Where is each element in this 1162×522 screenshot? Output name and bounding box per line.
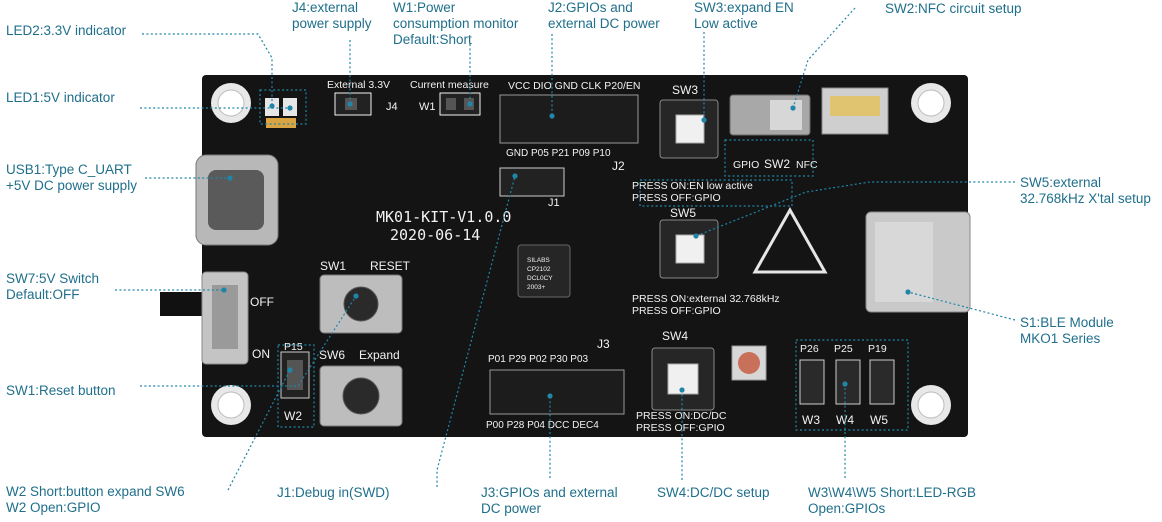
silk-p26: P26 [800, 343, 819, 355]
silk-reset: RESET [370, 259, 411, 273]
callout-j4: J4:external power supply [292, 0, 372, 31]
silk-external-3v3: External 3.3V [327, 79, 390, 91]
pcb-board [202, 75, 968, 437]
callout-w1: W1:Power consumption monitor Default:Sho… [393, 0, 519, 47]
silk-sw3-off: PRESS OFF:GPIO [632, 192, 721, 204]
callout-j1: J1:Debug in(SWD) [277, 485, 390, 500]
silk-off: OFF [250, 295, 274, 309]
callout-j3: J3:GPIOs and external DC power [481, 485, 618, 516]
j1-swd-header [499, 167, 565, 197]
silk-j2: J2 [612, 159, 625, 173]
callout-sw5: SW5:external 32.768kHz X'tal setup [1020, 175, 1151, 206]
silk-chip: SILABS CP2102 DCL0CY 2003+ [527, 257, 554, 291]
silk-sw6: SW6 [319, 348, 345, 362]
callout-sw4: SW4:DC/DC setup [657, 485, 770, 500]
silk-j2-bottom-pins: GND P05 P21 P09 P10 [506, 148, 611, 159]
silk-j3-top-pins: P01 P29 P02 P30 P03 [488, 354, 589, 365]
silk-sw1: SW1 [320, 259, 346, 273]
j3-pin-header [489, 369, 625, 415]
sw7-slide-lever [160, 292, 206, 316]
silk-dc-on: PRESS ON:DC/DC [636, 410, 727, 422]
silk-j3-bottom-pins: P00 P28 P04 DCC DEC4 [486, 420, 599, 431]
w3-w4-w5-jumpers [799, 359, 895, 405]
silk-w3: W3 [802, 413, 820, 427]
callout-usb1: USB1:Type C_UART +5V DC power supply [6, 162, 137, 193]
silk-sw2: SW2 [764, 157, 790, 171]
callout-j2: J2:GPIOs and external DC power [548, 0, 660, 31]
cp2102-chip [517, 244, 571, 298]
silk-expand: Expand [359, 348, 400, 362]
silk-j4: J4 [386, 101, 398, 113]
mounting-holes [211, 83, 951, 425]
silk-current-measure: Current measure [410, 79, 489, 91]
callout-w2: W2 Short:button expand SW6 W2 Open:GPIO [6, 484, 185, 515]
silk-xtal-on: PRESS ON:external 32.768kHz [632, 293, 780, 305]
callout-w345: W3\W4\W5 Short:LED-RGB Open:GPIOs [808, 485, 977, 516]
j2-pin-header [499, 94, 639, 144]
silk-sw4: SW4 [662, 329, 688, 343]
silk-dc-off: PRESS OFF:GPIO [636, 422, 725, 434]
silk-j3: J3 [597, 337, 610, 351]
callout-led1: LED1:5V indicator [6, 90, 115, 105]
callout-sw3: SW3:expand EN Low active [694, 0, 794, 31]
callout-sw2: SW2:NFC circuit setup [885, 1, 1022, 16]
callout-sw1: SW1:Reset button [6, 383, 116, 398]
callout-s1: S1:BLE Module MKO1 Series [1020, 315, 1114, 346]
silk-sw5: SW5 [670, 206, 696, 220]
silk-j1: J1 [548, 197, 560, 209]
callout-leaders [115, 7, 1016, 491]
silk-j2-top-pins: VCC DIO GND CLK P20/EN [508, 80, 640, 92]
silk-sw2-nfc: NFC [796, 159, 818, 171]
silk-sw3-on: PRESS ON:EN low active [632, 180, 753, 192]
silk-p25: P25 [834, 343, 853, 355]
silk-p15: P15 [284, 341, 303, 353]
silk-sw3: SW3 [672, 83, 698, 97]
silk-sw2-gpio: GPIO [733, 159, 759, 171]
esd-warning-icon [752, 206, 828, 274]
silk-on: ON [252, 347, 270, 361]
silk-p19: P19 [868, 343, 887, 355]
silk-board-name: MK01-KIT-V1.0.0 [376, 208, 511, 226]
callout-sw7: SW7:5V Switch Default:OFF [6, 271, 100, 302]
silk-w5: W5 [870, 413, 888, 427]
silk-xtal-off: PRESS OFF:GPIO [632, 305, 721, 317]
silk-board-date: 2020-06-14 [390, 226, 480, 244]
silk-w1: W1 [419, 101, 436, 113]
callout-dots [221, 101, 911, 399]
silk-w2: W2 [284, 409, 302, 423]
callout-led2: LED2:3.3V indicator [6, 23, 127, 38]
